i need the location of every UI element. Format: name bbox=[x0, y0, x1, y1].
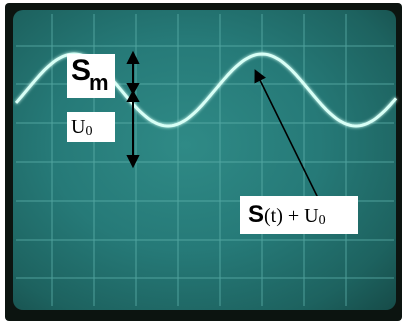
graticule bbox=[16, 14, 394, 306]
signal-label-sub: 0 bbox=[318, 213, 326, 228]
sm-label-main: S bbox=[71, 54, 92, 87]
sm-label-sub: m bbox=[89, 70, 109, 95]
u0-label: U0 bbox=[67, 112, 115, 142]
u0-label-main: U bbox=[71, 116, 86, 138]
sm-arrow-down bbox=[126, 83, 140, 96]
signal-label-rest: (t) + U bbox=[264, 205, 319, 227]
sm-arrow-up bbox=[126, 50, 140, 64]
amplitude-arrows bbox=[126, 50, 140, 169]
signal-label-s: S bbox=[248, 201, 265, 228]
signal-pointer-arrow bbox=[254, 69, 319, 199]
sm-label: S m bbox=[67, 54, 115, 98]
signal-label: S(t) + U0 bbox=[240, 196, 358, 234]
u0-arrow-down bbox=[126, 155, 140, 169]
u0-label-sub: 0 bbox=[85, 124, 93, 139]
